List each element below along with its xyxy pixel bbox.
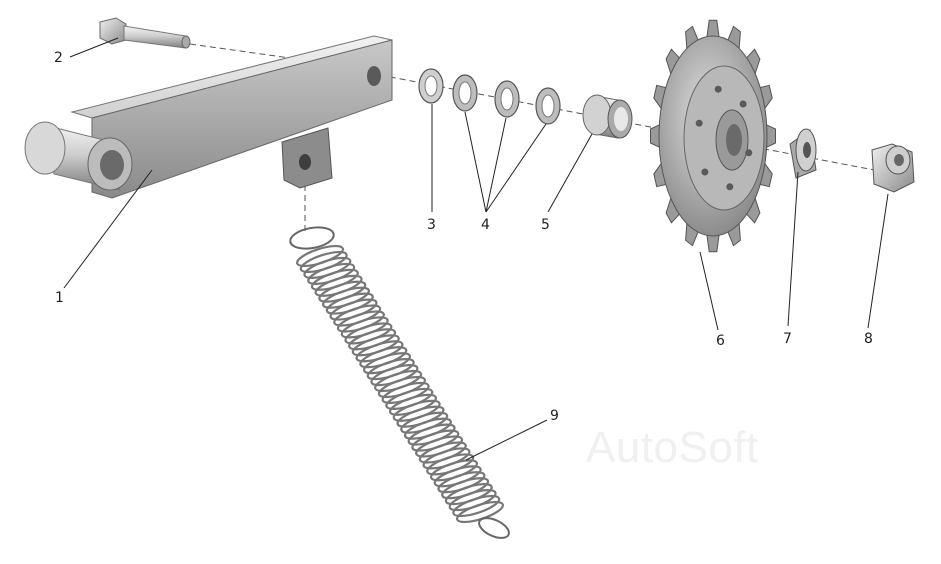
sprocket-rivet [701,168,709,176]
callout-4: 4 [481,217,490,233]
tensioner-arm-part-1 [24,35,393,199]
washer-part-3 [418,68,444,104]
shim-washers-part-4 [452,74,561,125]
spacer-part-7 [789,128,817,179]
leader-lines [63,37,889,461]
callout-2: 2 [54,50,63,66]
callout-1: 1 [55,290,64,306]
sprocket-rivet [714,85,722,93]
callout-labels: 2 1 3 4 5 6 7 8 9 [54,50,873,424]
callout-9: 9 [550,408,559,424]
callout-8: 8 [864,331,873,347]
sprocket-rivet [745,149,753,157]
tension-spring-part-9 [289,226,510,539]
sprocket-rivet [695,119,703,127]
sprocket-rivet [739,100,747,108]
callout-6: 6 [716,333,725,349]
sprocket-rivet [726,183,734,191]
callout-3: 3 [427,217,436,233]
nut-part-8 [871,143,915,193]
bolt-part-2 [99,17,191,49]
callout-5: 5 [541,217,550,233]
bushing-part-5 [582,94,633,139]
spring-coil [452,494,501,518]
callout-7: 7 [783,331,792,347]
watermark: AutoSoft [586,423,759,472]
sprocket-part-6 [650,19,776,253]
